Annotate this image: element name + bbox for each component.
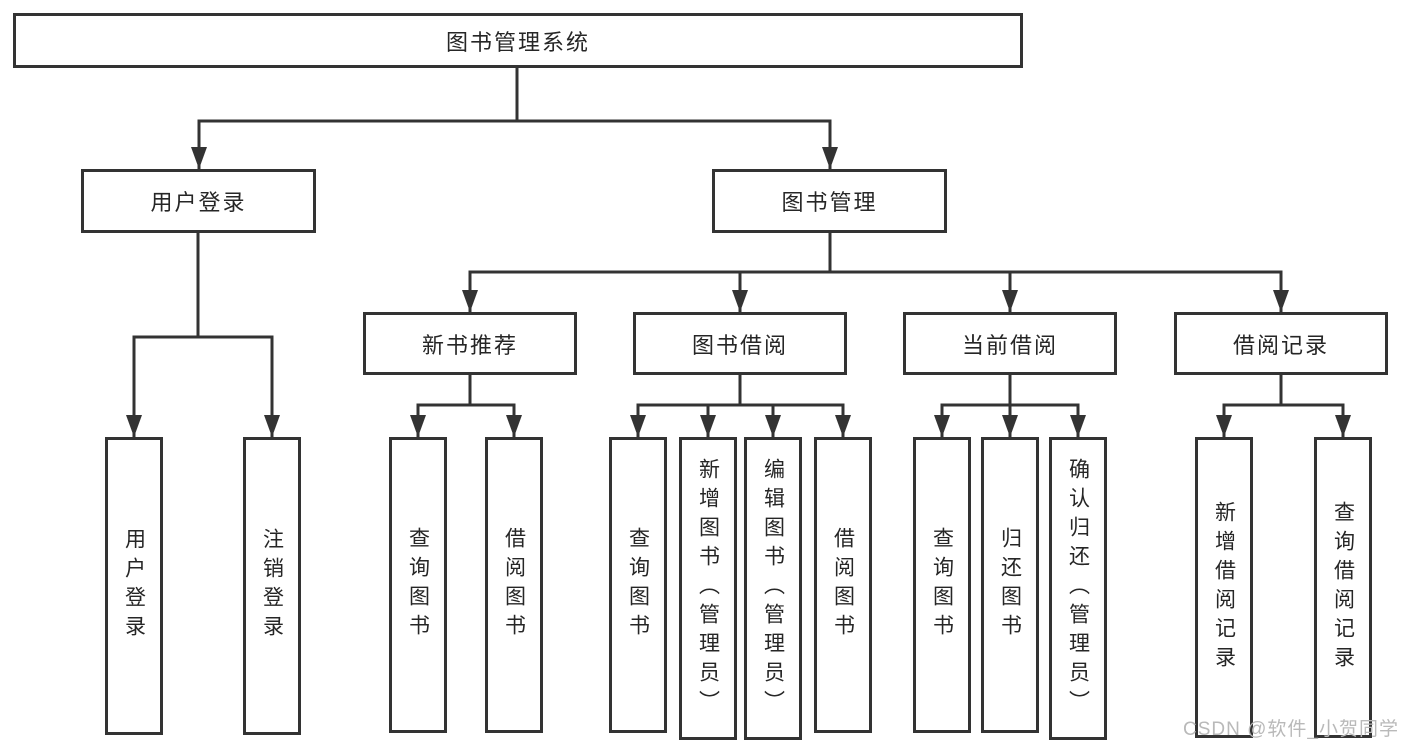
node-leaf-rec-add-record-label: 新增借阅记录 <box>1212 500 1236 675</box>
node-leaf-user-login: 用户登录 <box>105 437 163 735</box>
node-book-mgmt-branch-label: 图书管理 <box>781 190 878 215</box>
node-user-login-branch-label: 用户登录 <box>150 190 247 215</box>
node-leaf-cb-query-book: 查询图书 <box>913 437 971 733</box>
node-leaf-bb-add-book-admin-label: 新增图书（管理员） <box>696 458 720 719</box>
node-borrow-records-label: 借阅记录 <box>1232 332 1329 358</box>
csdn-watermark: CSDN @软件_小贺同学 <box>1183 719 1399 740</box>
node-borrow-records: 借阅记录 <box>1174 312 1388 375</box>
node-leaf-bb-add-book-admin: 新增图书（管理员） <box>679 437 737 740</box>
node-book-borrowing-label: 图书借阅 <box>691 332 788 358</box>
node-leaf-rec-add-record: 新增借阅记录 <box>1195 437 1253 738</box>
node-leaf-bb-edit-book-admin-label: 编辑图书（管理员） <box>761 458 785 719</box>
node-user-login-branch: 用户登录 <box>81 169 316 233</box>
node-new-book-recommend: 新书推荐 <box>363 312 577 375</box>
node-current-borrow-label: 当前借阅 <box>961 332 1058 358</box>
node-root-label: 图书管理系统 <box>445 29 590 55</box>
node-leaf-cb-confirm-return-admin-label: 确认归还（管理员） <box>1066 458 1090 719</box>
node-leaf-bb-borrow-book-label: 借阅图书 <box>831 527 855 643</box>
node-leaf-logout-label: 注销登录 <box>260 528 284 644</box>
node-leaf-cb-query-book-label: 查询图书 <box>930 527 954 643</box>
node-book-borrowing: 图书借阅 <box>633 312 847 375</box>
node-book-mgmt-branch: 图书管理 <box>712 169 947 233</box>
node-leaf-bb-edit-book-admin: 编辑图书（管理员） <box>744 437 802 740</box>
node-leaf-bb-query-book: 查询图书 <box>609 437 667 733</box>
node-leaf-cb-return-book: 归还图书 <box>981 437 1039 733</box>
node-leaf-nb-borrow-book: 借阅图书 <box>485 437 543 733</box>
node-leaf-logout: 注销登录 <box>243 437 301 735</box>
node-leaf-rec-query-record-label: 查询借阅记录 <box>1331 500 1355 675</box>
node-leaf-user-login-label: 用户登录 <box>122 528 146 644</box>
node-leaf-bb-query-book-label: 查询图书 <box>626 527 650 643</box>
node-leaf-nb-query-book: 查询图书 <box>389 437 447 733</box>
node-leaf-cb-confirm-return-admin: 确认归还（管理员） <box>1049 437 1107 740</box>
node-leaf-bb-borrow-book: 借阅图书 <box>814 437 872 733</box>
node-root: 图书管理系统 <box>13 13 1023 68</box>
node-new-book-recommend-label: 新书推荐 <box>421 332 518 358</box>
node-leaf-nb-query-book-label: 查询图书 <box>406 527 430 643</box>
node-leaf-cb-return-book-label: 归还图书 <box>998 527 1022 643</box>
node-leaf-nb-borrow-book-label: 借阅图书 <box>502 527 526 643</box>
node-leaf-rec-query-record: 查询借阅记录 <box>1314 437 1372 738</box>
node-current-borrow: 当前借阅 <box>903 312 1117 375</box>
